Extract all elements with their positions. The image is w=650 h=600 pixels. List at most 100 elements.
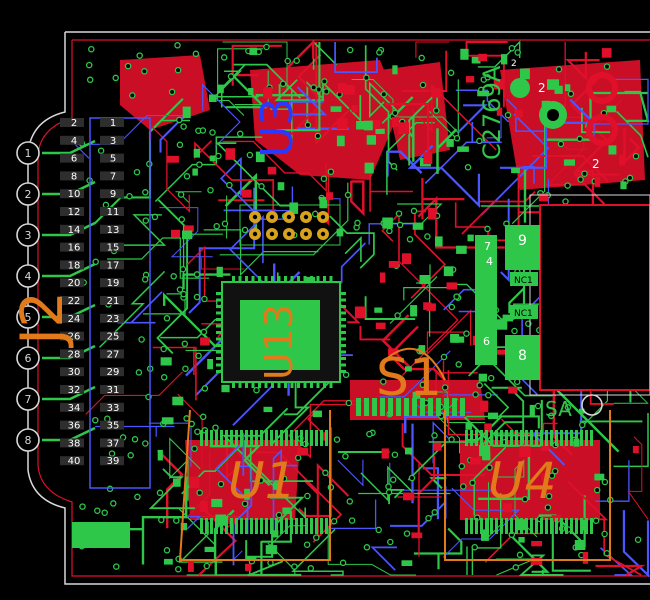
qfn-pin <box>284 381 287 388</box>
u1-pin <box>315 518 318 534</box>
via <box>173 517 180 524</box>
smd-pad <box>225 148 236 160</box>
smd-pad <box>192 168 198 176</box>
via <box>321 78 328 85</box>
via <box>440 353 448 361</box>
j2-pad <box>100 331 124 341</box>
copper-trace <box>255 451 343 543</box>
via <box>504 111 512 119</box>
smd-pad <box>337 83 347 93</box>
copper-trace <box>403 264 452 301</box>
via <box>484 74 491 81</box>
copper-trace <box>370 546 397 571</box>
u4-pin <box>495 518 498 534</box>
via <box>191 445 198 452</box>
header-pin-hole <box>286 214 292 220</box>
u4-pin <box>505 430 508 446</box>
s1-pin <box>460 398 465 416</box>
copper-trace <box>148 468 195 510</box>
via <box>431 432 438 439</box>
smd-pad <box>189 476 200 489</box>
j2-pad <box>100 313 124 323</box>
header-pin-hole <box>286 231 292 237</box>
header-pin-hole <box>303 214 309 220</box>
u1-pin <box>205 518 208 534</box>
via <box>174 42 181 49</box>
u1-pin <box>285 518 288 534</box>
smd-pad <box>157 449 163 461</box>
u1-pin <box>215 518 218 534</box>
smd-pad <box>330 106 342 112</box>
via <box>227 73 235 80</box>
via <box>158 516 165 524</box>
copper-trace <box>198 507 237 576</box>
via <box>484 225 491 233</box>
smd-pad <box>410 305 418 317</box>
smd-pad <box>477 90 490 97</box>
via <box>310 84 317 91</box>
edge-pad-label: 5 <box>25 311 32 324</box>
via <box>92 416 99 424</box>
via <box>182 365 189 372</box>
copper-trace <box>269 496 305 525</box>
via <box>203 562 211 570</box>
smd-pad-field <box>157 47 639 572</box>
j2-pad <box>100 296 124 305</box>
u1-pin <box>305 430 308 446</box>
u1-pin <box>250 518 253 534</box>
smd-pad <box>479 444 491 457</box>
j2-pin-label: 22 <box>68 296 81 307</box>
qfn-pin <box>216 337 223 341</box>
u1-pin <box>200 430 203 446</box>
via <box>199 127 207 134</box>
j2-pad <box>100 367 124 377</box>
smd-pad <box>356 121 365 130</box>
copper-trace <box>291 528 344 576</box>
via <box>579 421 586 429</box>
copper-trace <box>169 437 201 501</box>
copper-trace <box>506 98 547 132</box>
via <box>447 69 455 77</box>
copper-trace <box>188 187 256 314</box>
ref-u1: U1 <box>228 452 296 510</box>
via <box>386 227 393 235</box>
u1-pin <box>210 430 213 446</box>
smd-pad <box>620 181 627 190</box>
via <box>363 74 370 81</box>
via <box>220 54 228 61</box>
copper-trace <box>359 325 391 341</box>
s1-pin <box>388 398 393 416</box>
smd-pad <box>469 457 481 465</box>
via <box>564 404 572 411</box>
via <box>178 216 186 223</box>
copper-trace <box>418 455 436 494</box>
smd-pad <box>411 532 423 539</box>
qfn-pin <box>339 324 346 328</box>
copper-trace <box>200 257 245 270</box>
copper-trace <box>163 292 217 348</box>
via <box>547 412 555 420</box>
j2-pin-label: 12 <box>68 207 81 218</box>
via <box>196 489 203 496</box>
u1-pin <box>310 518 313 534</box>
j2-pad <box>60 402 84 412</box>
via <box>516 551 524 559</box>
smd-pad <box>209 155 216 162</box>
copper-trace <box>351 79 459 134</box>
via <box>124 62 132 70</box>
u4-pin <box>590 430 593 446</box>
s1-pin <box>428 398 433 416</box>
copper-trace <box>334 42 378 73</box>
j2-pad <box>60 135 84 145</box>
u1-pin <box>270 430 273 446</box>
via <box>327 168 335 175</box>
smd-pad <box>412 391 421 399</box>
smd-pad <box>471 56 481 64</box>
via <box>226 181 233 189</box>
j2-pin-label: 26 <box>68 332 81 343</box>
qfn-pin <box>251 276 255 283</box>
copper-trace <box>202 83 241 148</box>
qfn-pin <box>284 276 287 283</box>
smd-pad <box>501 54 508 65</box>
